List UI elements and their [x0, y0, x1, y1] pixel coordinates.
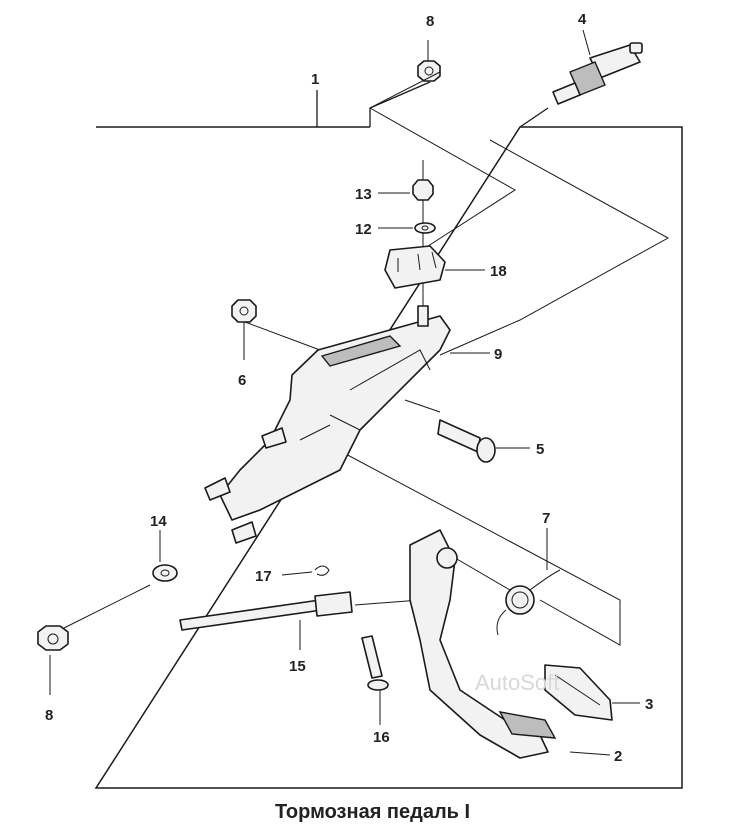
- callout-5: 5: [536, 441, 544, 458]
- callout-14: 14: [150, 513, 167, 530]
- callout-12: 12: [355, 221, 372, 238]
- figure-caption: Тормозная педаль I: [274, 801, 471, 823]
- callout-1: 1: [311, 71, 319, 88]
- pedal-pad-3: [544, 664, 640, 721]
- washer-14: [59, 530, 178, 631]
- pedal-arm: [409, 529, 557, 759]
- clip-18: [384, 245, 485, 289]
- callout-6: 6: [238, 372, 246, 389]
- callout-7: 7: [542, 510, 550, 527]
- pivot-pin-5: [437, 419, 530, 463]
- frame-break-line: [369, 81, 549, 128]
- callout-16: 16: [373, 729, 390, 746]
- callout-4: 4: [578, 11, 587, 28]
- switch-4: [552, 29, 643, 105]
- nut-8-bottom: [37, 625, 69, 695]
- callout-2: 2: [614, 748, 622, 765]
- washer-12: [378, 222, 436, 234]
- callout-8-top: 8: [426, 13, 434, 30]
- clip-17: [281, 565, 330, 576]
- nut-8-top: [369, 40, 441, 109]
- nut-6: [231, 299, 257, 360]
- connector-lines: [244, 107, 670, 646]
- leader-2: [569, 751, 611, 756]
- pedal-bracket: [204, 305, 490, 544]
- callout-15: 15: [289, 658, 306, 675]
- callout-3: 3: [645, 696, 653, 713]
- clevis-pin-16: [361, 635, 389, 725]
- spring-7: [496, 528, 561, 636]
- callout-8-bottom: 8: [45, 707, 53, 724]
- watermark-text: AutoSoft: [475, 670, 559, 695]
- callout-13: 13: [355, 186, 372, 203]
- callout-9: 9: [494, 346, 502, 363]
- callout-18: 18: [490, 263, 507, 280]
- assembly-frame: [94, 126, 683, 789]
- callout-17: 17: [255, 568, 272, 585]
- nut-13: [378, 160, 434, 310]
- push-rod-15: [179, 591, 353, 650]
